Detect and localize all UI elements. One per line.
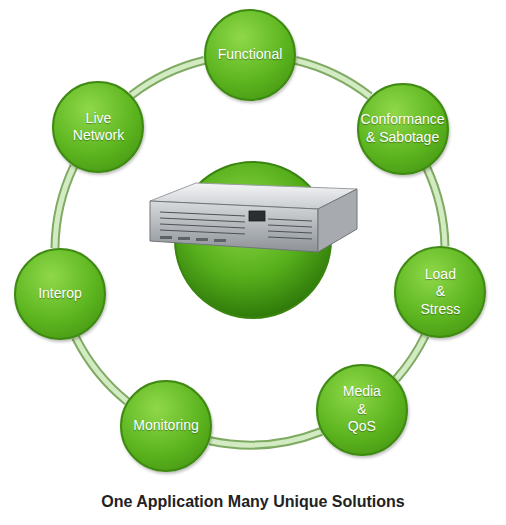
ring-outline — [76, 337, 128, 401]
server-badge — [249, 211, 265, 221]
ring-fill — [131, 60, 204, 95]
solution-label: Load & Stress — [421, 266, 461, 319]
solution-label: Functional — [218, 46, 283, 64]
ring-connector — [396, 336, 425, 379]
ring-fill — [55, 166, 74, 248]
solution-label: Live Network — [73, 110, 124, 145]
ring-connector — [55, 166, 74, 248]
ring-connector — [296, 60, 370, 96]
ring-connector — [76, 337, 128, 401]
ring-outline — [210, 431, 322, 445]
solution-circle: Functional — [204, 9, 296, 101]
solution-circle: Interop — [14, 248, 106, 340]
ring-connector — [131, 60, 204, 95]
caption: One Application Many Unique Solutions — [0, 493, 506, 511]
ring-outline — [296, 60, 370, 96]
solution-circle: Monitoring — [120, 380, 212, 472]
solution-circle: Media & QoS — [316, 364, 408, 456]
ring-connector — [427, 168, 445, 247]
ring-fill — [76, 337, 128, 401]
solution-label: Interop — [38, 285, 82, 303]
server-side — [318, 189, 357, 252]
ring-fill — [296, 60, 370, 96]
solution-circle: Conformance & Sabotage — [357, 83, 449, 175]
ring-fill — [210, 431, 322, 445]
server-front — [150, 201, 318, 252]
solution-label: Media & QoS — [343, 383, 381, 436]
solution-circle: Live Network — [52, 81, 144, 173]
server-vents — [160, 212, 312, 239]
ring-fill — [396, 336, 425, 379]
server-drive-bays — [160, 236, 226, 242]
ring-connector — [210, 431, 322, 445]
ring-outline — [396, 336, 425, 379]
ring-outline — [131, 60, 204, 95]
solution-label: Monitoring — [133, 417, 198, 435]
ring-outline — [427, 168, 445, 247]
ring-fill — [427, 168, 445, 247]
solution-circle: Load & Stress — [394, 246, 486, 338]
solution-label: Conformance & Sabotage — [361, 111, 445, 146]
ring-outline — [55, 166, 74, 248]
